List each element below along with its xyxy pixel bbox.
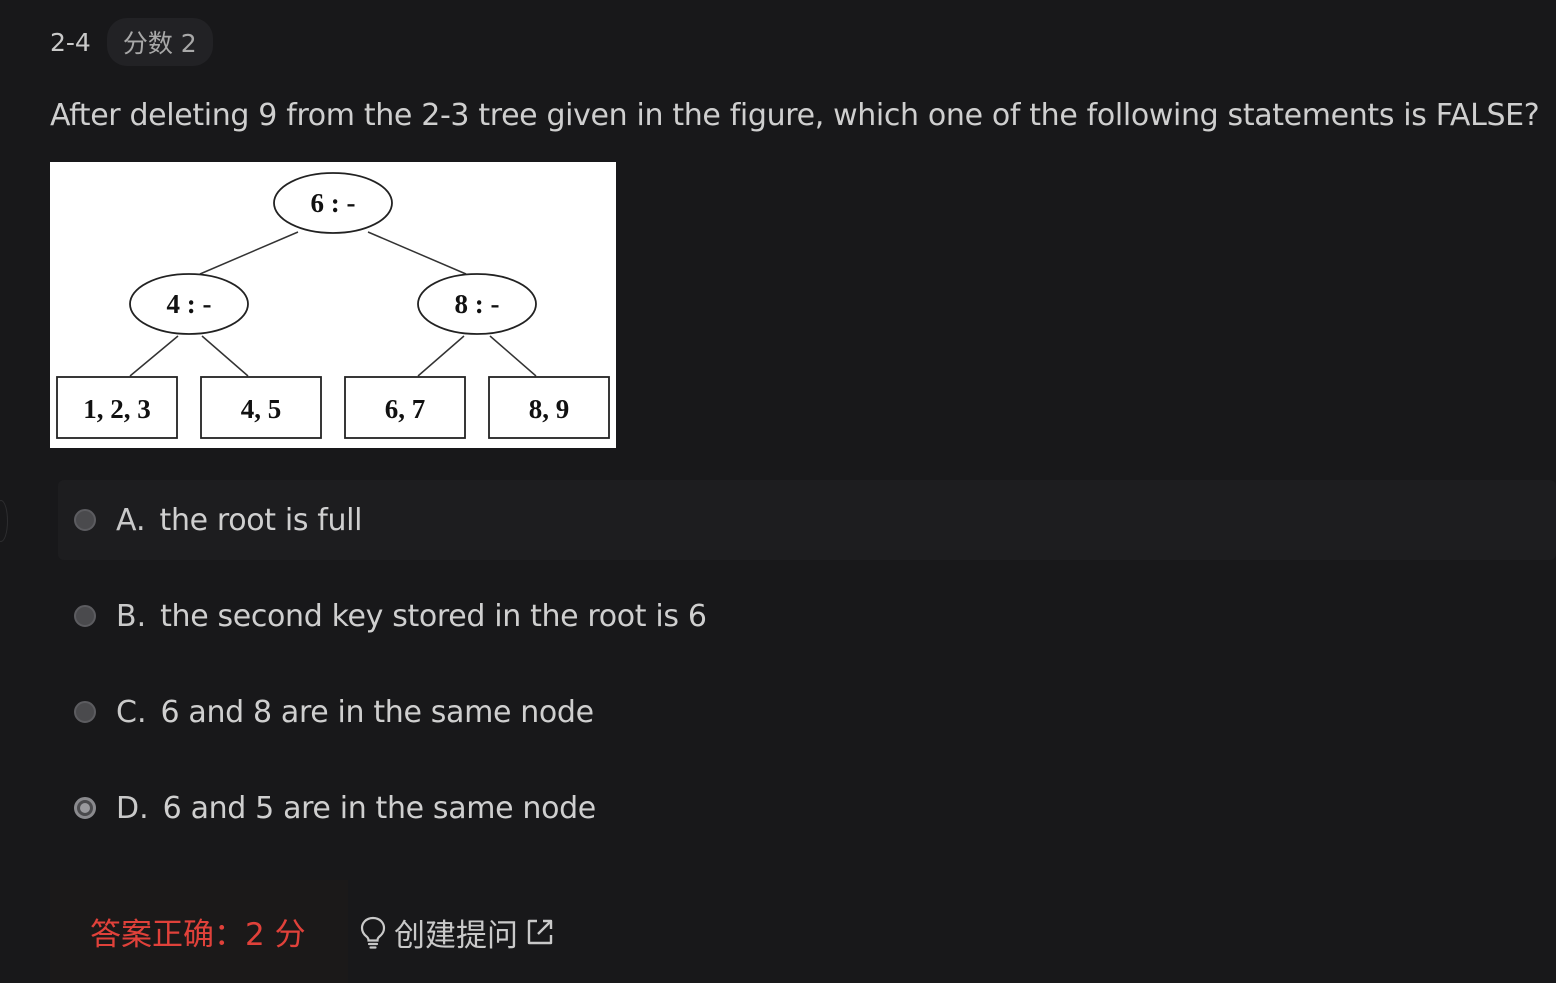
tree-diagram: 6 : - 4 : - 8 : - 1, 2, 3 4, 5 6, 7 8, 9 [56, 172, 610, 439]
question-text: After deleting 9 from the 2-3 tree given… [50, 98, 1540, 133]
tree-figure: 6 : - 4 : - 8 : - 1, 2, 3 4, 5 6, 7 8, 9 [50, 162, 616, 448]
edge-right-leaf3 [417, 335, 465, 377]
option-d-text: 6 and 5 are in the same node [162, 790, 597, 826]
leaf-node-4 [488, 376, 610, 439]
edge-root-right [367, 231, 467, 275]
leaf-node-4-label: 8, 9 [529, 394, 570, 424]
internal-node-right [417, 273, 537, 335]
edge-root-left [199, 231, 299, 275]
leaf-node-1 [56, 376, 178, 439]
option-c-letter: C. [116, 694, 147, 730]
internal-node-left [129, 273, 249, 335]
option-b-letter: B. [116, 598, 147, 634]
option-b[interactable]: B. the second key stored in the root is … [58, 576, 1556, 656]
question-number: 2-4 [50, 27, 91, 57]
root-node [273, 172, 393, 234]
leaf-node-2-label: 4, 5 [241, 394, 282, 424]
leaf-node-2 [200, 376, 322, 439]
radio-a[interactable] [74, 509, 96, 531]
option-c[interactable]: C. 6 and 8 are in the same node [58, 672, 1556, 752]
option-c-text: 6 and 8 are in the same node [160, 694, 594, 730]
result-text: 答案正确：2 分 [90, 917, 306, 953]
radio-d-selected[interactable] [74, 797, 96, 819]
leaf-node-1-label: 1, 2, 3 [83, 394, 151, 424]
option-a-letter: A. [116, 502, 146, 538]
question-header: 2-4 分数 2 [50, 18, 213, 66]
edge-left-leaf1 [129, 335, 179, 377]
result-banner: 答案正确：2 分 [50, 880, 348, 983]
root-node-label: 6 : - [311, 188, 356, 218]
internal-node-right-label: 8 : - [455, 289, 500, 319]
score-badge: 分数 2 [106, 18, 213, 66]
option-a[interactable]: A. the root is full [58, 480, 1556, 560]
leaf-node-3 [344, 376, 466, 439]
option-b-text: the second key stored in the root is 6 [160, 598, 707, 634]
option-d[interactable]: D. 6 and 5 are in the same node [58, 768, 1556, 848]
scroll-edge-indicator [0, 500, 8, 542]
external-link-icon [527, 919, 553, 945]
radio-b[interactable] [74, 605, 96, 627]
radio-c[interactable] [74, 701, 96, 723]
leaf-node-3-label: 6, 7 [385, 394, 426, 424]
option-a-text: the root is full [159, 502, 363, 538]
create-question-label: 创建提问 [394, 917, 518, 954]
edge-left-leaf2 [201, 335, 249, 377]
internal-node-left-label: 4 : - [167, 289, 212, 319]
option-d-letter: D. [116, 790, 149, 826]
lightbulb-icon [360, 916, 386, 949]
create-question-button[interactable]: 创建提问 [358, 905, 556, 959]
edge-right-leaf4 [489, 335, 537, 377]
